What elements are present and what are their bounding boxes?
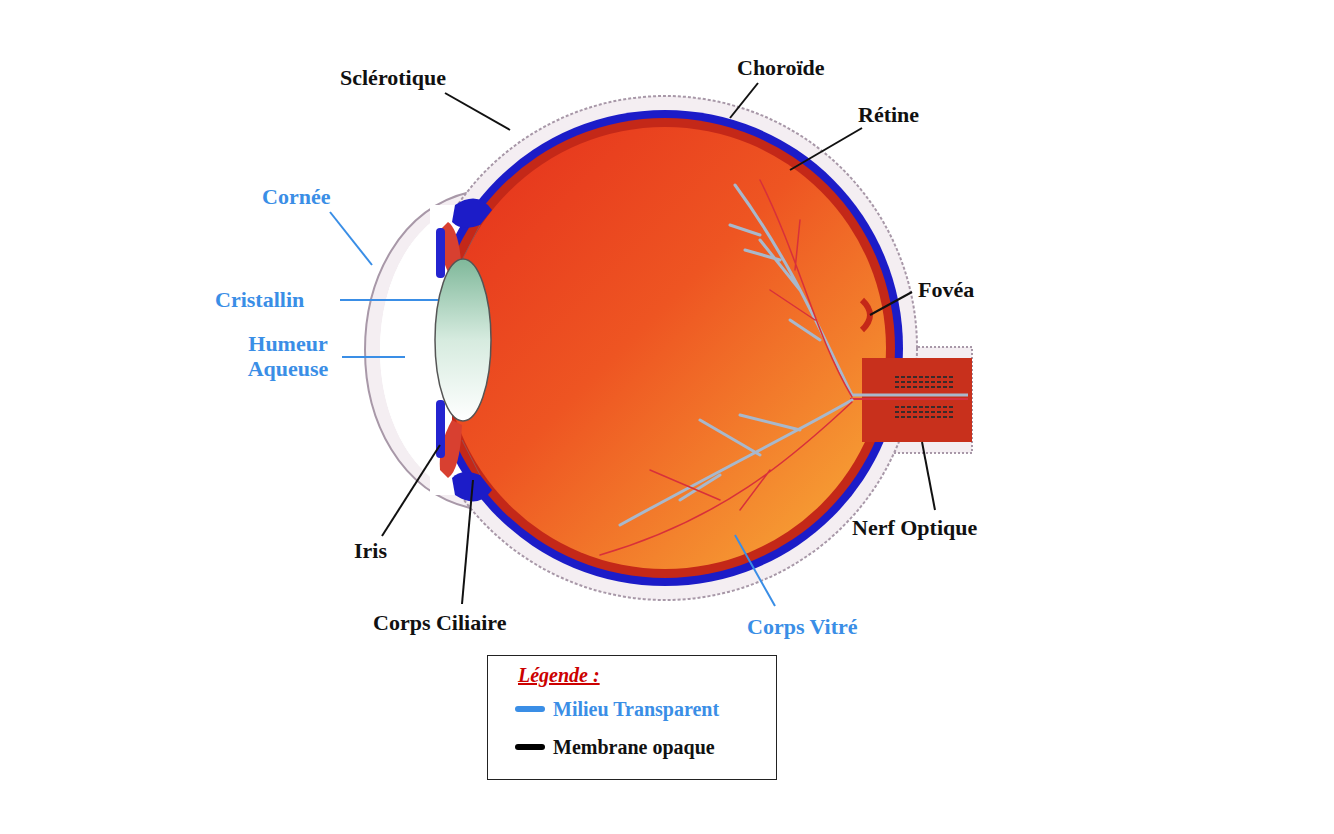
legend-swatch [515,706,545,712]
part-label: Rétine [858,102,919,127]
legend-text: Milieu Transparent [553,697,719,722]
part-label: Cornée [262,184,330,209]
part-label: Iris [354,538,387,563]
legend-swatch [515,744,545,750]
legend-title: Légende : [518,663,600,688]
part-label: Cristallin [215,287,304,312]
part-label: Corps Ciliaire [373,610,506,635]
part-label: Nerf Optique [852,515,977,540]
part-label: Fovéa [918,277,974,302]
legend-text: Membrane opaque [553,735,715,760]
part-label: Choroïde [737,55,825,80]
part-label: Humeur Aqueuse [228,331,348,381]
part-label: Sclérotique [340,65,446,90]
part-label: Corps Vitré [747,614,858,639]
